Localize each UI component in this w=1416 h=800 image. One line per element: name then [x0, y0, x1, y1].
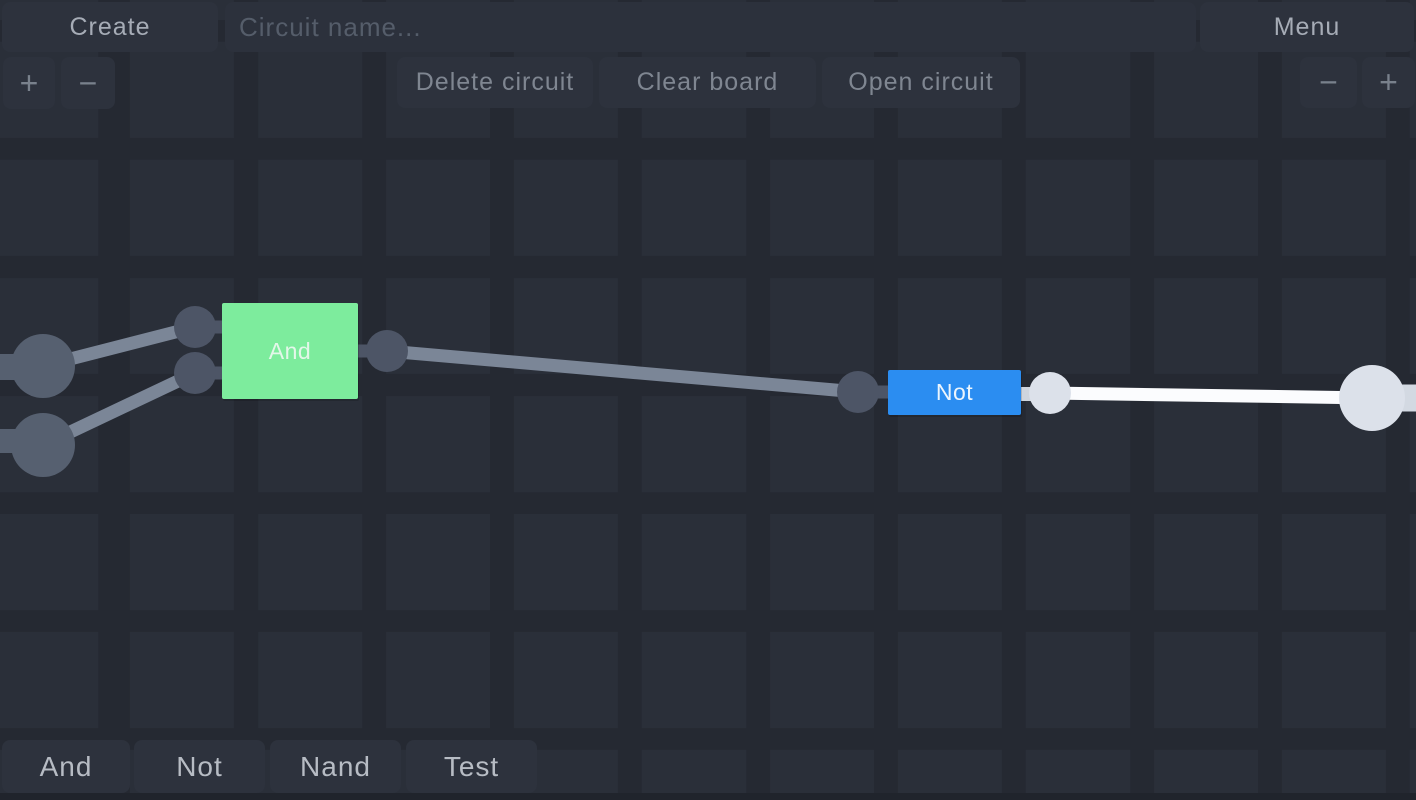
gate-and[interactable]: And [222, 303, 358, 399]
and-input-pin-1[interactable] [174, 306, 216, 348]
and-input-pin-2[interactable] [174, 352, 216, 394]
clear-board-button[interactable]: Clear board [599, 57, 816, 108]
delete-circuit-button[interactable]: Delete circuit [397, 57, 593, 108]
gate-not[interactable]: Not [888, 370, 1021, 415]
create-button[interactable]: Create [2, 2, 218, 52]
palette-item-not[interactable]: Not [134, 740, 265, 793]
zoom-in-button-right[interactable]: + [1362, 57, 1415, 108]
input-node-b[interactable] [11, 413, 75, 477]
palette-item-and[interactable]: And [2, 740, 130, 793]
circuit-name-input[interactable] [225, 2, 1196, 52]
wire-not-to-output[interactable] [1049, 386, 1373, 405]
zoom-in-button-left[interactable]: + [3, 57, 55, 109]
input-node-a[interactable] [11, 334, 75, 398]
menu-button[interactable]: Menu [1200, 2, 1414, 52]
output-node[interactable] [1339, 365, 1405, 431]
bottom-edge [0, 793, 1416, 800]
gate-label: Not [935, 379, 974, 405]
zoom-out-button-left[interactable]: − [61, 57, 115, 109]
wire-and-to-not[interactable] [386, 344, 859, 399]
gate-label: And [268, 337, 312, 364]
and-output-pin[interactable] [366, 330, 408, 372]
palette-item-test[interactable]: Test [406, 740, 537, 793]
open-circuit-button[interactable]: Open circuit [822, 57, 1020, 108]
not-input-pin[interactable] [837, 371, 879, 413]
not-output-pin[interactable] [1029, 372, 1071, 414]
palette-item-nand[interactable]: Nand [270, 740, 401, 793]
zoom-out-button-right[interactable]: − [1300, 57, 1357, 108]
